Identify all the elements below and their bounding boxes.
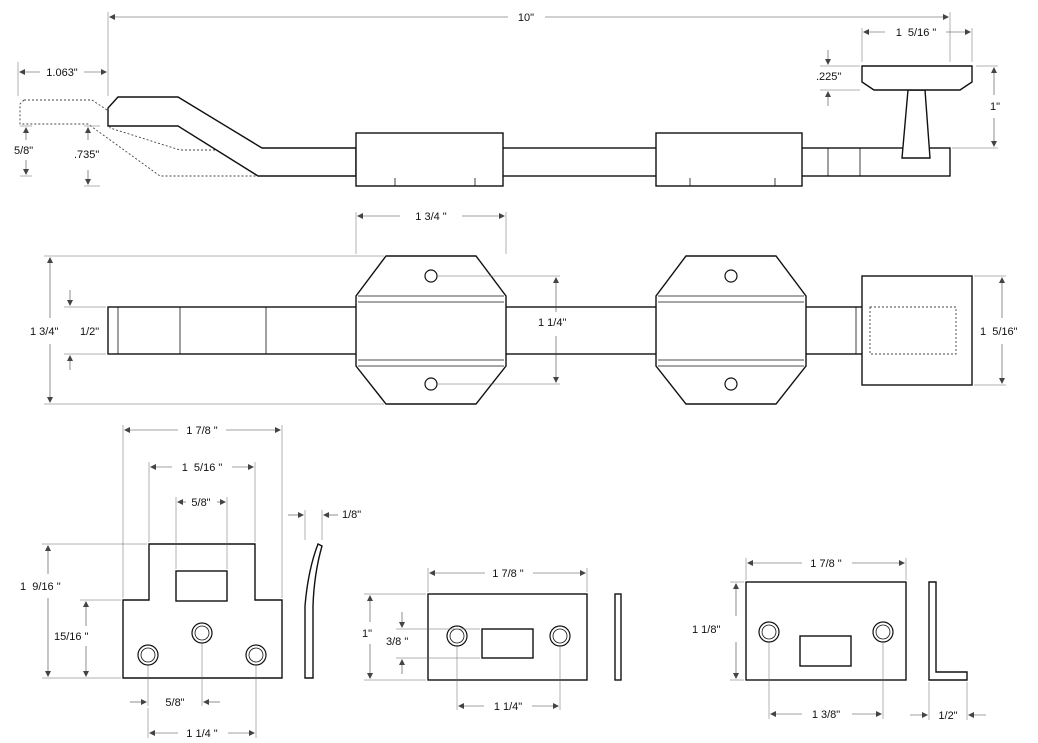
overall-length-label: 10": [518, 12, 534, 24]
keeper-a-upper-width-label: 1 5/16 ": [182, 462, 223, 474]
keeper-c-height-label: 1 1/8": [692, 624, 720, 636]
keeper-a-width-label: 1 7/8 ": [186, 425, 218, 437]
keeper-c-width-label: 1 7/8 ": [810, 558, 842, 570]
hole-spacing-label: 1 1/4": [538, 317, 566, 329]
keeper-a-height-label: 1 9/16 ": [20, 581, 61, 593]
keeper-b-slot-height-label: 3/8 ": [386, 636, 408, 648]
top-view: 10" 1.063" 5/8": [14, 12, 1000, 187]
keeper-c-hole-span-label: 1 3/8": [812, 709, 840, 721]
knob-cap-label: .225": [816, 71, 841, 83]
overall-height-label: 1 3/4": [30, 326, 58, 338]
handle-offset-label: 1.063": [46, 67, 78, 79]
knob-width-label: 1 5/16 ": [896, 27, 937, 39]
keeper-a-hole-pitch-label: 5/8": [165, 697, 184, 709]
keeper-b-height-label: 1": [362, 628, 372, 640]
keeper-a-slot-width-label: 5/8": [191, 497, 210, 509]
knob-height-label: 1": [990, 101, 1000, 113]
keeper-c-leg-label: 1/2": [938, 710, 957, 722]
knob-square-label: 1 5/16": [980, 326, 1018, 338]
keeper-a-lower-height-label: 15/16 ": [54, 631, 89, 643]
guide-width-label: 1 3/4 ": [415, 211, 447, 223]
keeper-a: 1 7/8 " 1 5/16 " 5/8" 1/8" 1 9/16 " 15/1…: [20, 425, 361, 740]
keeper-a-hole-span-label: 1 1/4 ": [186, 728, 218, 740]
keeper-a-thickness-label: 1/8": [342, 509, 361, 521]
front-view: 1 3/4 " 1 3/4" 1/2" 1 1/4" 1 5/16": [30, 211, 1018, 405]
keeper-b-hole-span-label: 1 1/4": [494, 701, 522, 713]
keeper-b: 1 7/8 " 1" 3/8 " 1 1/4": [362, 568, 622, 713]
keeper-b-width-label: 1 7/8 ": [492, 568, 524, 580]
handle-depth-label: .735": [74, 149, 99, 161]
keeper-c: 1 7/8 " 1 1/8" 1 3/8" 1/2": [692, 558, 986, 722]
bolt-width-label: 1/2": [80, 326, 99, 338]
handle-drop-label: 5/8": [14, 145, 33, 157]
